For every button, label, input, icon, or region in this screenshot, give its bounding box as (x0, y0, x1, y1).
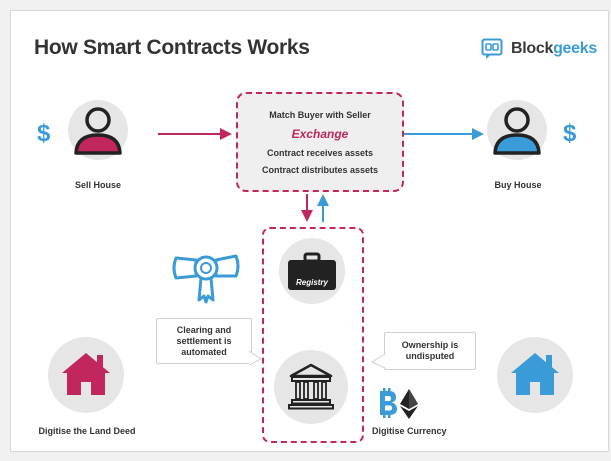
page-title: How Smart Contracts Works (34, 36, 310, 59)
buy-house-label: Buy House (494, 180, 542, 190)
arrow-down-to-registry (300, 194, 314, 222)
house-icon-blue (509, 349, 561, 399)
buyer-avatar (487, 100, 547, 160)
ethereum-icon (400, 389, 418, 419)
land-deed-label: Digitise the Land Deed (38, 426, 136, 436)
currency-label: Digitise Currency (372, 426, 447, 436)
blockgeeks-logo-icon (481, 38, 503, 60)
receives-line: Contract receives assets (266, 147, 374, 158)
match-line: Match Buyer with Seller (269, 109, 371, 120)
clearing-callout-pointer (249, 351, 263, 367)
arrow-exchange-to-buyer (404, 127, 484, 141)
seller-avatar (68, 100, 128, 160)
arrow-seller-to-exchange (158, 127, 232, 141)
seller-dollar-icon: $ (37, 120, 51, 147)
ownership-callout: Ownership is undisputed (384, 332, 476, 370)
clearing-callout: Clearing and settlement is automated (156, 318, 252, 364)
certificate-icon (166, 246, 246, 306)
house-icon-crimson (60, 349, 112, 399)
registry-label: Registry (295, 278, 328, 287)
ownership-callout-pointer (371, 354, 385, 370)
brand-logo: Blockgeeks (481, 38, 597, 60)
exchange-label: Exchange (291, 126, 349, 141)
briefcase-icon (285, 252, 339, 292)
arrow-up-to-exchange (316, 194, 330, 222)
buyer-dollar-icon: $ (563, 120, 577, 147)
bitcoin-icon (376, 388, 398, 418)
sell-house-label: Sell House (74, 180, 121, 190)
distributes-line: Contract distributes assets (261, 164, 379, 175)
registry-column (262, 227, 364, 443)
brand-name: Blockgeeks (511, 40, 597, 57)
bank-icon (287, 362, 335, 410)
exchange-box: Match Buyer with Seller Exchange Contrac… (236, 92, 404, 192)
